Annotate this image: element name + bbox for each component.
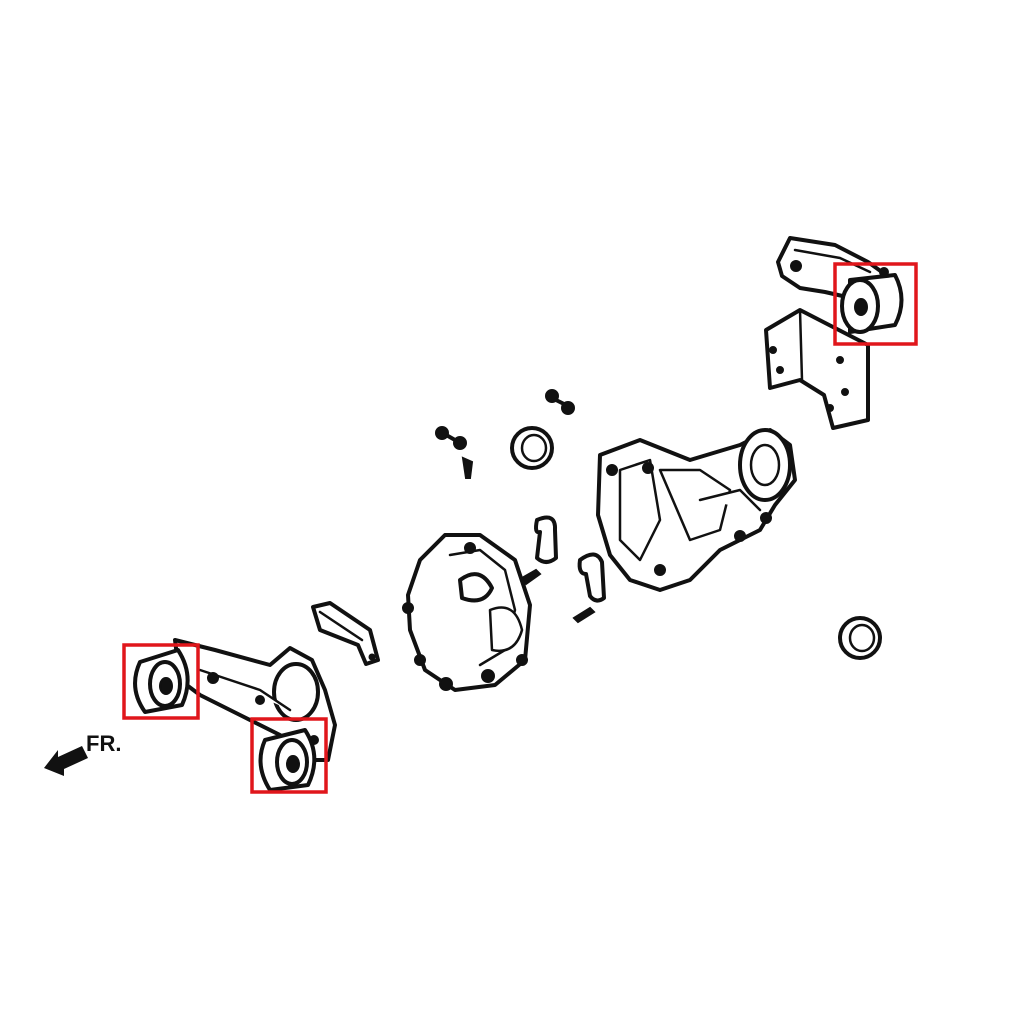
bearing-caps (520, 515, 606, 624)
differential-carrier (596, 428, 797, 592)
rear-mount-bracket (764, 236, 895, 430)
highlight-rear-bushing (833, 262, 918, 346)
front-bushing-left (133, 648, 190, 714)
differential-cover (402, 533, 532, 692)
bolts-upper-left (435, 426, 474, 479)
oil-seal-right (838, 616, 882, 660)
front-mount-arm (173, 638, 337, 762)
front-arrow-icon (44, 746, 88, 776)
front-label: FR. (86, 731, 121, 756)
highlight-front-bushing-right (250, 717, 328, 794)
front-bushing-right (258, 728, 319, 792)
oil-seal-left (510, 426, 554, 470)
bolts-upper-middle (545, 389, 575, 415)
strut-bracket (311, 601, 380, 666)
rear-mount-bushing (840, 267, 904, 334)
front-direction-indicator: FR. (44, 731, 121, 776)
highlight-front-bushing-left (122, 643, 200, 720)
